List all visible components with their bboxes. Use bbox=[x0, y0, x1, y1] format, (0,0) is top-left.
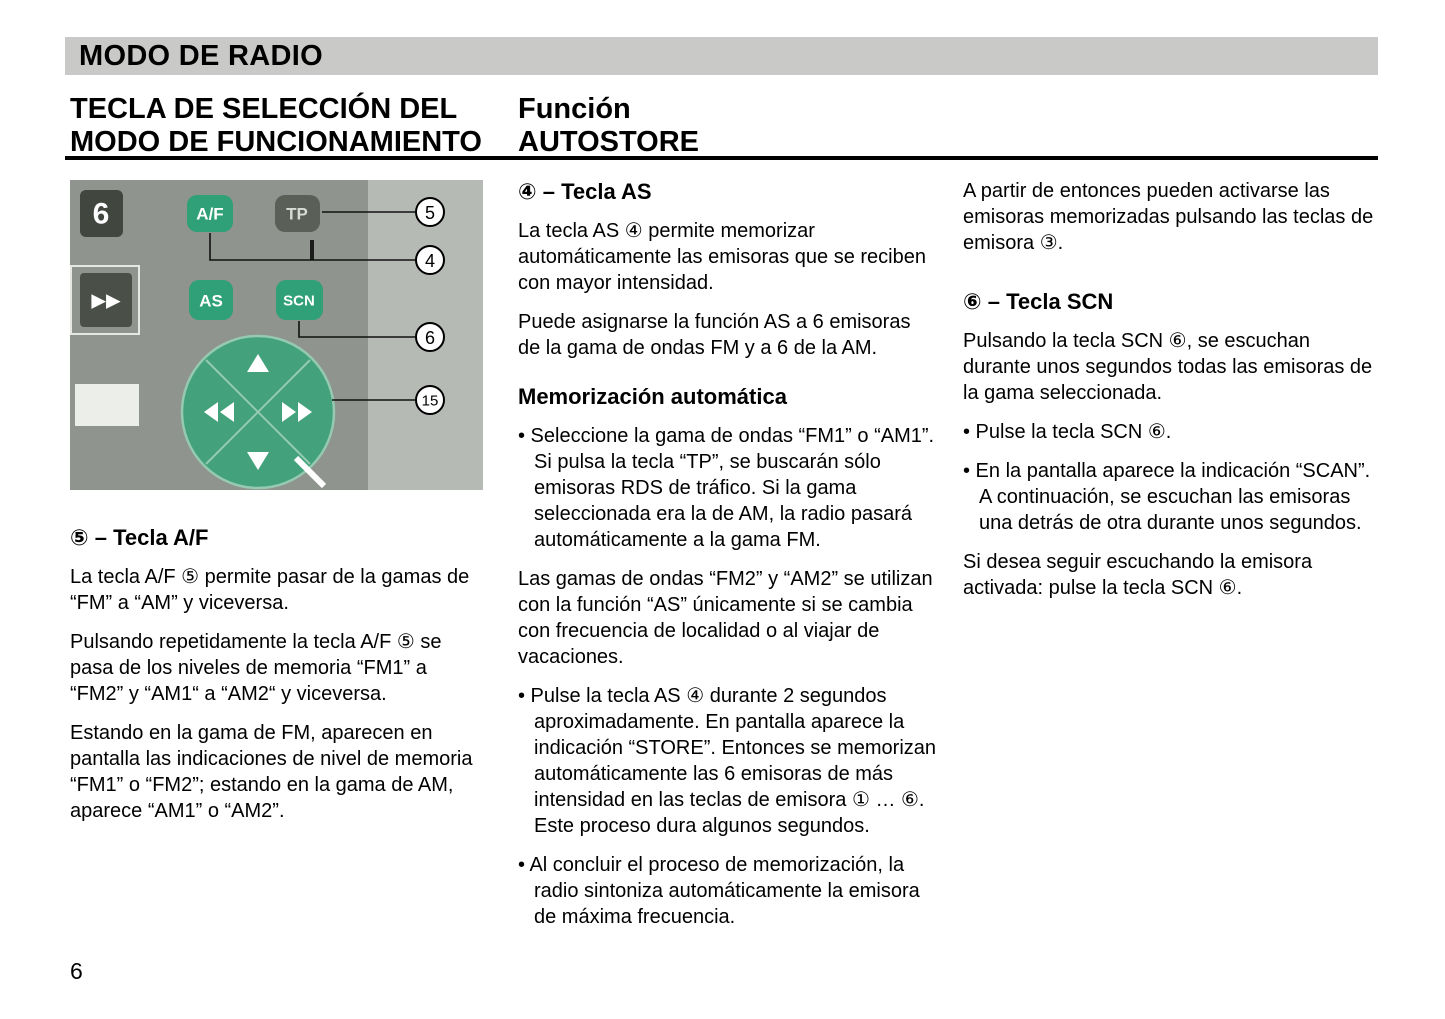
dpad-left-icon bbox=[204, 402, 234, 422]
section-title-autostore-line2: AUTOSTORE bbox=[518, 126, 700, 158]
paragraph: La tecla A/F ⑤ permite pasar de la gamas… bbox=[70, 566, 470, 614]
svg-text:A/F: A/F bbox=[196, 205, 223, 224]
svg-text:SCN: SCN bbox=[283, 293, 315, 310]
dpad-control bbox=[180, 334, 336, 490]
section-title-autostore-line1: Función bbox=[518, 93, 631, 125]
panel-tick-mark bbox=[310, 240, 314, 260]
section-heading-memorizacion: Memorización automática bbox=[518, 384, 787, 409]
scn-button: SCN bbox=[276, 280, 323, 320]
as-button: AS bbox=[189, 280, 233, 320]
svg-text:15: 15 bbox=[422, 393, 439, 410]
paragraph: A partir de entonces pueden activarse la… bbox=[963, 180, 1374, 254]
paragraph: Pulsando repetidamente la tecla A/F ⑤ se… bbox=[70, 631, 442, 705]
dpad-highlight bbox=[293, 455, 327, 489]
section-heading-tecla-scn: ⑥ – Tecla SCN bbox=[963, 289, 1114, 314]
section-heading-tecla-af: ⑤ – Tecla A/F bbox=[70, 525, 209, 550]
paragraph: Puede asignarse la función AS a 6 emisor… bbox=[518, 311, 911, 359]
af-button: A/F bbox=[187, 195, 233, 232]
callout-lines bbox=[209, 211, 415, 401]
fast-forward-icon: ▶▶ bbox=[91, 291, 121, 312]
column-tecla-scn: A partir de entonces pueden activarse la… bbox=[963, 178, 1381, 614]
column-tecla-af: ⑤ – Tecla A/F La tecla A/F ⑤ permite pas… bbox=[70, 524, 482, 837]
tp-button: TP bbox=[275, 195, 320, 232]
preset-6-button: 6 bbox=[80, 190, 123, 237]
page-header-title: MODO DE RADIO bbox=[79, 39, 323, 72]
svg-text:AS: AS bbox=[199, 292, 223, 311]
section-title-left: TECLA DE SELECCIÓN DEL MODO DE FUNCIONAM… bbox=[70, 93, 482, 159]
svg-text:5: 5 bbox=[425, 203, 435, 223]
callout-6: 6 bbox=[415, 322, 445, 352]
dpad-up-icon bbox=[247, 354, 269, 372]
bullet-item: • En la pantalla aparece la indicación “… bbox=[963, 460, 1371, 534]
svg-text:6: 6 bbox=[93, 198, 110, 231]
section-title-autostore: Función AUTOSTORE bbox=[518, 93, 699, 159]
radio-panel-illustration: 6 A/F TP ▶▶ AS SCN bbox=[70, 180, 483, 490]
bullet-item: • Seleccione la gama de ondas “FM1” o “A… bbox=[518, 425, 935, 551]
section-heading-tecla-as: ④ – Tecla AS bbox=[518, 179, 652, 204]
horizontal-rule bbox=[65, 156, 1378, 160]
svg-text:4: 4 bbox=[425, 251, 435, 271]
section-title-left-line2: MODO DE FUNCIONAMIENTO bbox=[70, 126, 482, 158]
bullet-item: • Al concluir el proceso de memorización… bbox=[518, 854, 920, 928]
bullet-item: • Pulse la tecla SCN ⑥. bbox=[963, 421, 1172, 443]
bullet-item: • Pulse la tecla AS ④ durante 2 segundos… bbox=[518, 685, 937, 837]
page-number: 6 bbox=[70, 958, 83, 984]
fast-forward-button: ▶▶ bbox=[70, 265, 140, 335]
display-window bbox=[75, 384, 139, 426]
section-title-left-line1: TECLA DE SELECCIÓN DEL bbox=[70, 93, 458, 125]
svg-text:TP: TP bbox=[286, 205, 308, 224]
callout-5: 5 bbox=[415, 197, 445, 227]
paragraph: La tecla AS ④ permite memorizar automáti… bbox=[518, 220, 926, 294]
dpad-right-icon bbox=[282, 402, 312, 422]
callout-4: 4 bbox=[415, 245, 445, 275]
paragraph: Pulsando la tecla SCN ⑥, se escuchan dur… bbox=[963, 330, 1373, 404]
paragraph: Si desea seguir escuchando la emisora ac… bbox=[963, 551, 1313, 599]
dpad-down-icon bbox=[247, 452, 269, 470]
page-header-bar: MODO DE RADIO bbox=[65, 37, 1378, 75]
column-tecla-as: ④ – Tecla AS La tecla AS ④ permite memor… bbox=[518, 178, 936, 943]
svg-text:6: 6 bbox=[425, 328, 435, 348]
paragraph: Las gamas de ondas “FM2” y “AM2” se util… bbox=[518, 568, 933, 668]
callout-15: 15 bbox=[415, 385, 445, 415]
paragraph: Estando en la gama de FM, aparecen en pa… bbox=[70, 722, 473, 822]
